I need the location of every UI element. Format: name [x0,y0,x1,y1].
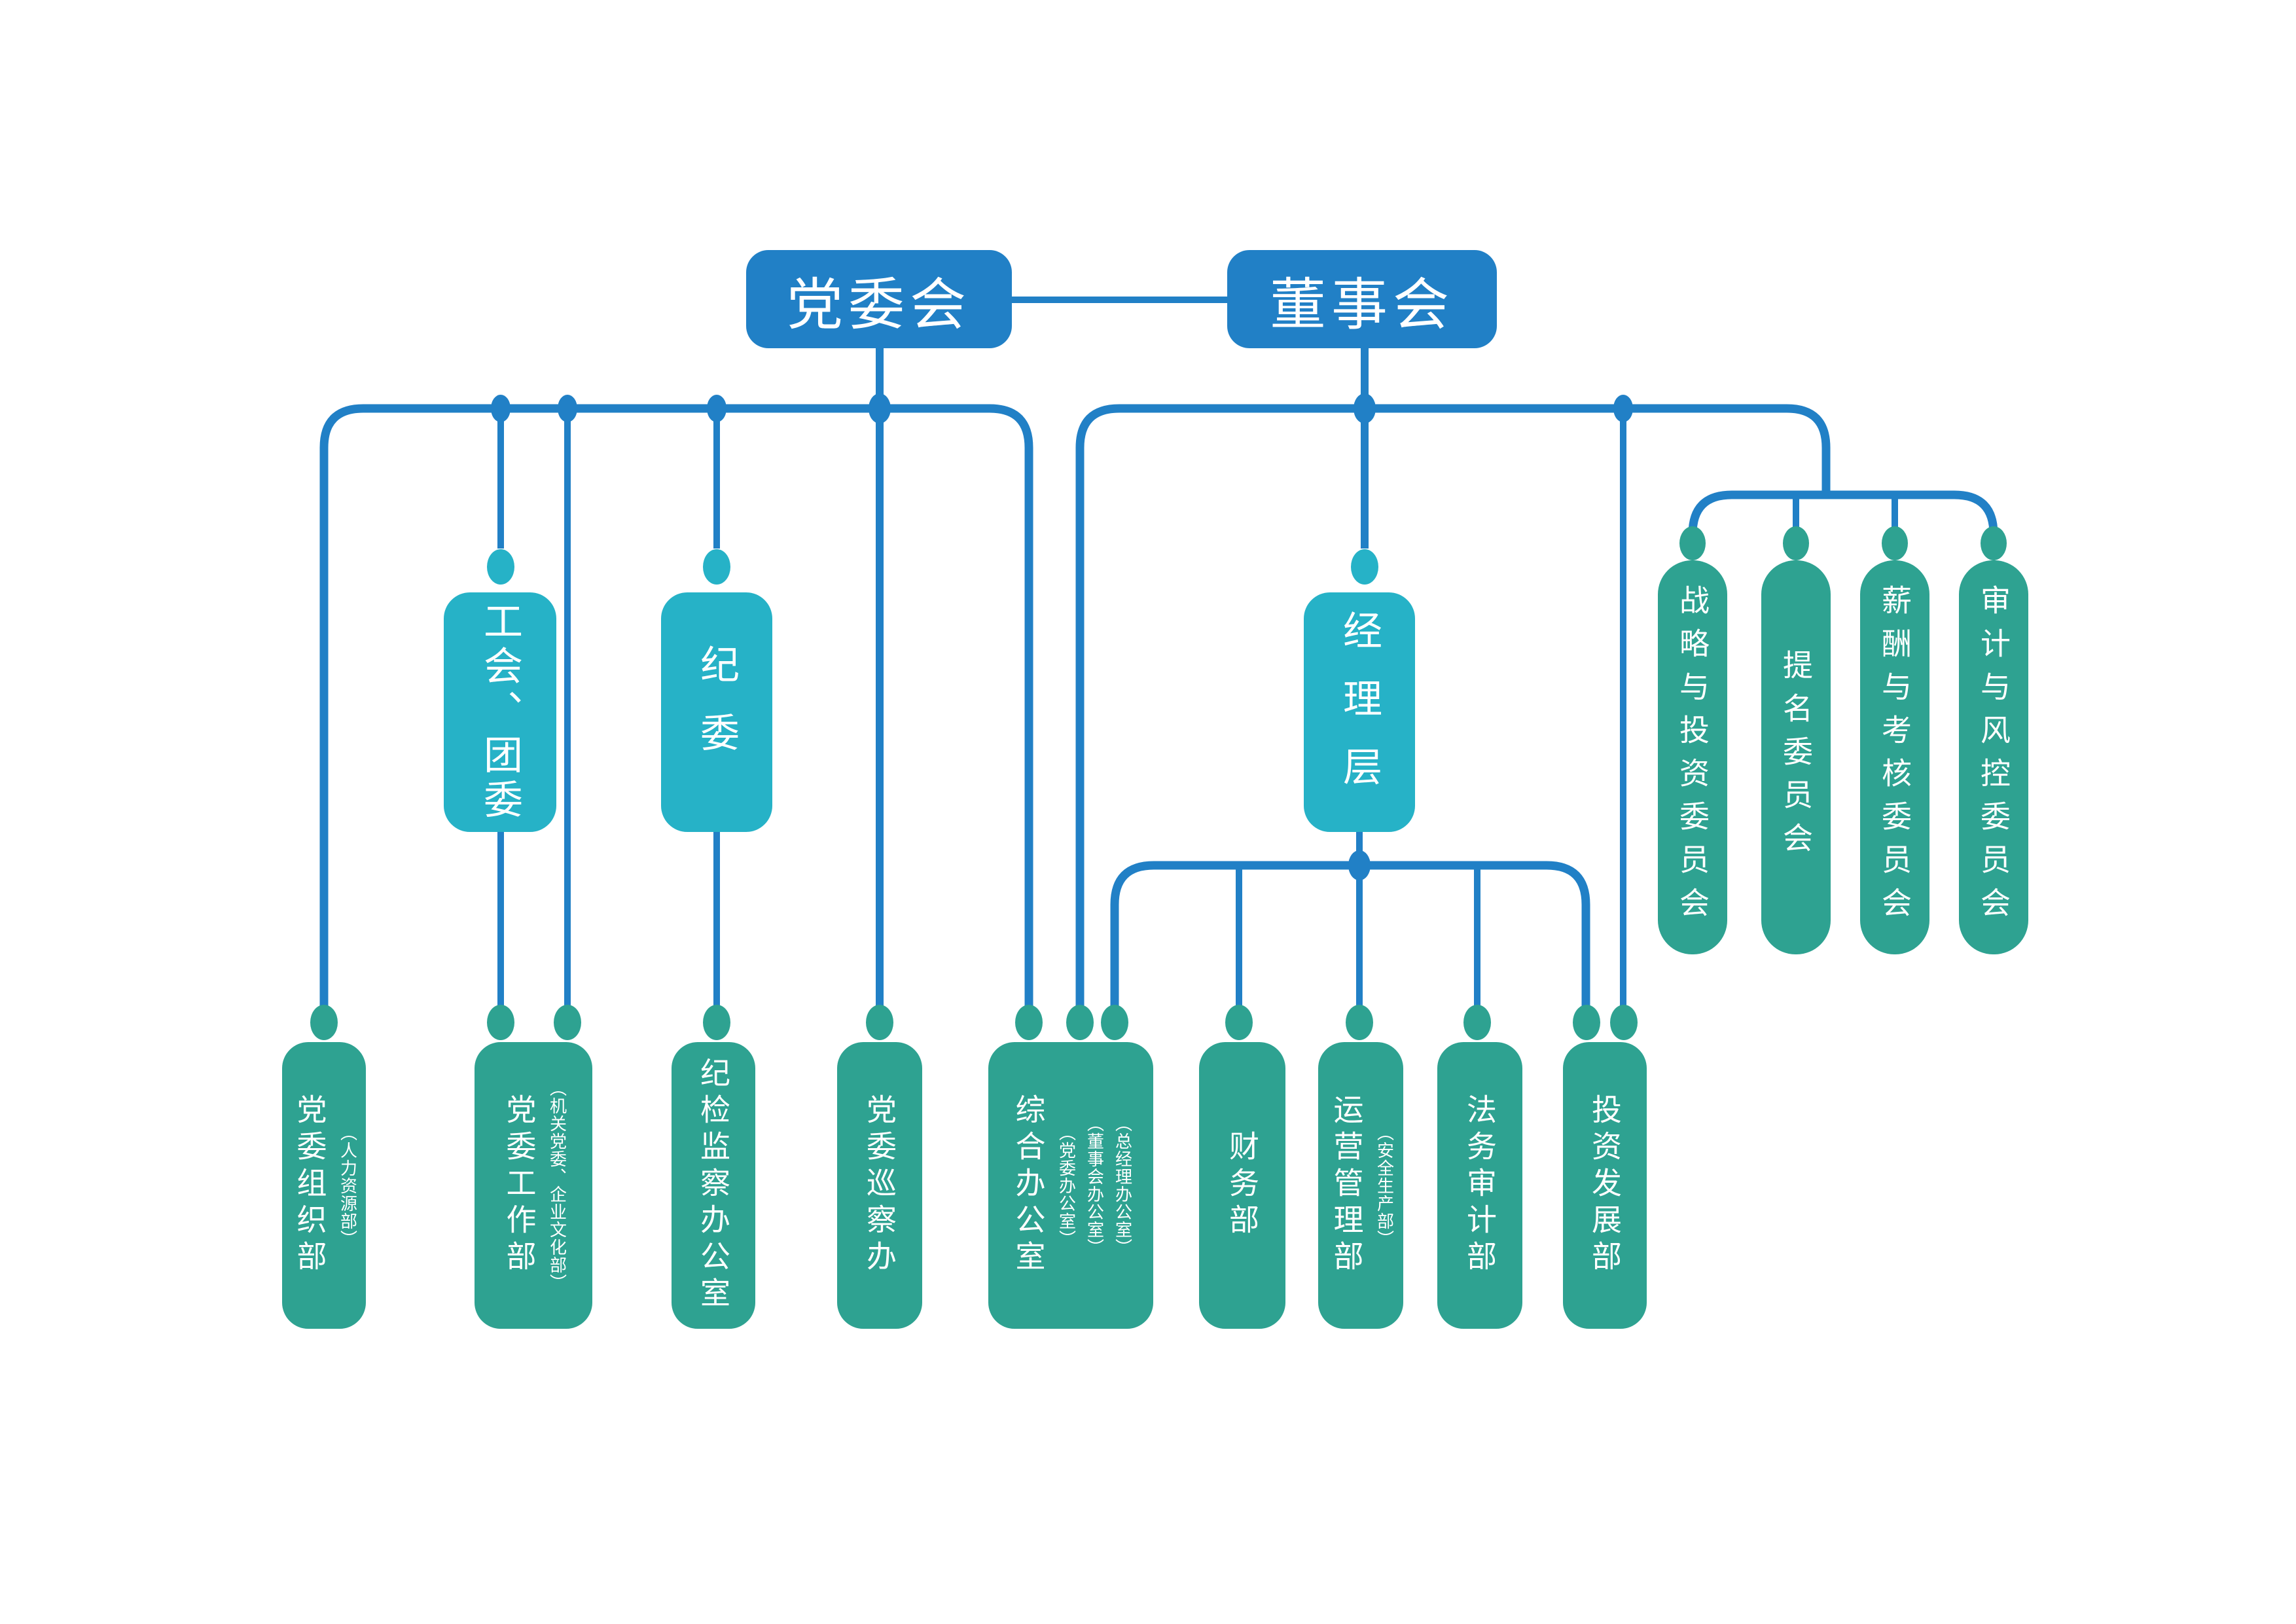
anchor-dot-audit-committee [1981,526,2007,560]
node-label: 党委组织部 [292,1094,328,1277]
node-party-organization-dept[interactable]: 党委组织部 （人力资源部） [282,1042,366,1329]
node-note: （党委办公室） [1056,1123,1076,1248]
anchor-dot-inspection-office [703,1005,730,1040]
junction-dot [1613,395,1633,422]
node-management-layer[interactable]: 经理层 [1304,592,1415,832]
node-legal-audit-dept[interactable]: 法务审计部 [1437,1042,1522,1329]
anchor-dot-union [487,549,514,585]
node-note: （机关党委、企业文化部） [547,1079,567,1291]
node-label: 法务审计部 [1462,1094,1498,1277]
connector-mgmt-bus [1110,861,1590,1007]
anchor-dot-remuneration-committee [1882,526,1908,560]
anchor-dot-nomination-committee [1783,526,1809,560]
node-label: 综合办公室 [1011,1094,1047,1277]
node-label: 审计与风控委员会 [1976,585,2011,930]
node-label: 董事会 [1270,272,1454,338]
node-party-patrol-office[interactable]: 党委巡察办 [837,1042,922,1329]
anchor-dot-strategy-committee [1679,526,1706,560]
node-note: （总经理办公室） [1112,1115,1132,1256]
node-label: 纪委 [693,644,740,780]
anchor-dot-operations-dept [1346,1005,1373,1040]
node-audit-risk-committee[interactable]: 审计与风控委员会 [1959,560,2028,954]
node-note: （安全生产部） [1374,1123,1394,1248]
anchor-dot-legal-audit-dept [1463,1005,1491,1040]
connector-party-bus [319,404,1033,1007]
junction-dot [491,395,511,422]
junction-dot [1348,850,1371,880]
anchor-dot-organization-dept [310,1005,338,1040]
node-nomination-committee[interactable]: 提名委员会 [1761,560,1831,954]
junction-dot [869,393,891,424]
anchor-dot-discipline [703,549,730,585]
node-label: 经理层 [1336,610,1382,814]
node-label: 战略与投资委员会 [1675,585,1710,930]
node-label: 财务部 [1225,1130,1260,1240]
node-label: 党委巡察办 [862,1094,897,1277]
anchor-dot-investment-dept [1573,1005,1600,1040]
node-investment-development-dept[interactable]: 投资发展部 [1563,1042,1647,1329]
node-board-of-directors[interactable]: 董事会 [1227,250,1497,348]
anchor-dot-work-dept [487,1005,514,1040]
node-finance-dept[interactable]: 财务部 [1199,1042,1285,1329]
anchor-dot-finance-dept [1225,1005,1253,1040]
junction-dot [1354,393,1376,424]
node-label: 工会、团委 [476,601,523,823]
junction-dot [558,395,577,422]
node-label: 党委工作部 [501,1094,537,1277]
node-remuneration-assessment-committee[interactable]: 薪酬与考核委员会 [1860,560,1929,954]
anchor-dot-patrol-office [866,1005,893,1040]
connector-committee-bus [1688,490,1998,545]
node-label: 党委会 [787,272,971,338]
node-discipline-committee[interactable]: 纪委 [661,592,772,832]
anchor-dot-general-office [1066,1005,1094,1040]
node-strategy-investment-committee[interactable]: 战略与投资委员会 [1658,560,1727,954]
anchor-dot-general-office [1101,1005,1128,1040]
node-general-office[interactable]: 综合办公室 （党委办公室） （董事会办公室） （总经理办公室） [988,1042,1153,1329]
anchor-dot-general-office [1015,1005,1043,1040]
node-label: 提名委员会 [1778,649,1814,865]
node-party-work-dept[interactable]: 党委工作部 （机关党委、企业文化部） [475,1042,592,1329]
node-label: 薪酬与考核委员会 [1877,585,1912,930]
node-union-youth-league[interactable]: 工会、团委 [444,592,556,832]
node-party-committee[interactable]: 党委会 [746,250,1012,348]
node-note: （人力资源部） [337,1123,357,1248]
anchor-dot-management [1351,549,1378,585]
anchor-dot-work-dept [554,1005,581,1040]
node-label: 投资发展部 [1587,1094,1623,1277]
node-operations-management-dept[interactable]: 运营管理部 （安全生产部） [1318,1042,1403,1329]
node-label: 运营管理部 [1329,1094,1365,1277]
node-note: （董事会办公室） [1084,1115,1104,1256]
anchor-dot-investment-dept [1610,1005,1638,1040]
junction-dot [707,395,726,422]
connector-board-bus [1075,404,1831,1007]
node-label: 纪检监察办公室 [696,1057,731,1314]
node-discipline-inspection-office[interactable]: 纪检监察办公室 [672,1042,755,1329]
